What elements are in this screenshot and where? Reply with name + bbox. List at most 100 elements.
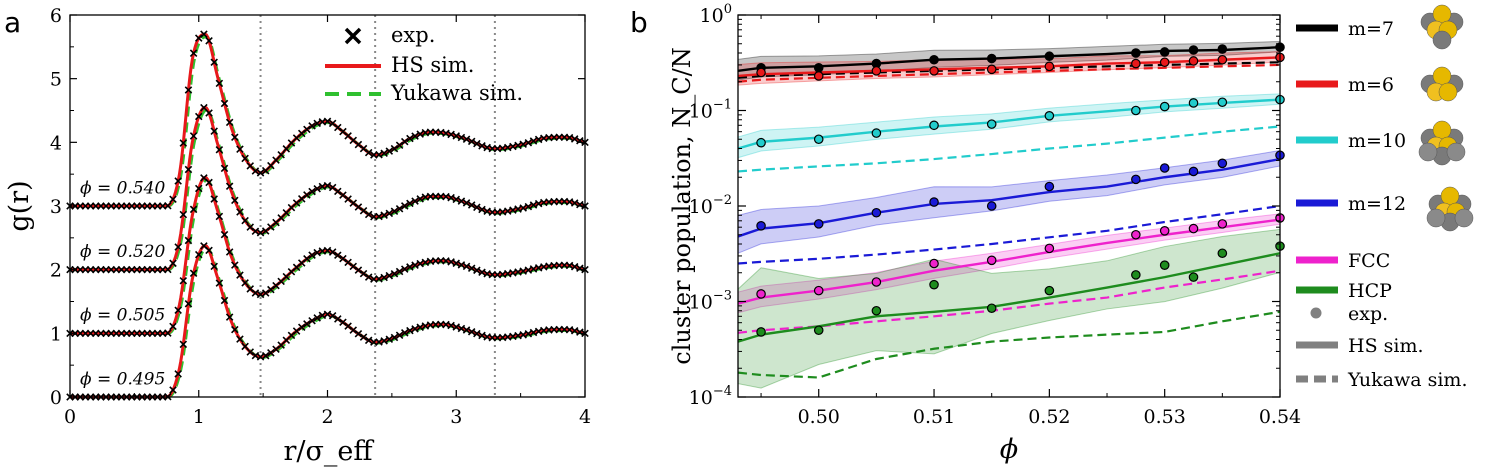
exp-point-m=12 — [1044, 181, 1055, 192]
exp-point-m=12 — [1131, 174, 1141, 185]
x-tick-label: 1 — [193, 406, 205, 428]
exp-marker — [339, 254, 347, 263]
exp-marker — [231, 261, 239, 269]
exp-point-m=6 — [929, 66, 939, 76]
exp-marker — [241, 342, 249, 351]
exp-marker — [411, 132, 419, 140]
exp-marker — [220, 164, 229, 173]
exp-marker — [447, 193, 455, 202]
legend-label-1: m=6 — [1348, 74, 1394, 96]
exp-marker — [323, 117, 332, 126]
exp-marker — [411, 325, 419, 333]
exp-marker — [194, 250, 203, 259]
exp-marker — [292, 327, 301, 335]
exp-marker — [457, 197, 466, 205]
exp-marker — [231, 196, 239, 205]
cluster-icon-m7 — [1420, 4, 1464, 50]
legend-label-3: m=12 — [1348, 193, 1406, 215]
exp-marker — [462, 326, 471, 334]
exp-marker — [215, 279, 224, 287]
cluster-sphere — [1438, 82, 1458, 102]
exp-marker — [241, 154, 249, 163]
exp-point-m=10 — [1217, 97, 1228, 108]
exp-marker — [164, 329, 172, 337]
y-tick-label: 100 — [700, 2, 732, 27]
exp-point-HCP — [929, 279, 939, 290]
cluster-sphere — [1454, 208, 1474, 228]
exp-point-m=10 — [986, 119, 997, 129]
exp-point-m=6 — [1188, 56, 1199, 66]
x-tick-label: 0.53 — [1144, 406, 1186, 428]
y-tick-label: 10−4 — [689, 384, 732, 409]
exp-marker — [467, 264, 476, 273]
legend-label-1: HS sim. — [391, 53, 474, 77]
exp-marker — [189, 269, 198, 278]
exp-marker — [457, 261, 466, 269]
exp-marker — [303, 125, 311, 134]
legend-swatch-6 — [1310, 307, 1322, 319]
panel-b-cluster-icons — [1418, 4, 1474, 232]
exp-marker — [375, 275, 383, 283]
exp-marker — [406, 263, 414, 271]
phi-label-1: ϕ = 0.505 — [80, 306, 165, 326]
cluster-icon-m12 — [1426, 186, 1474, 232]
band-m=12 — [738, 149, 1280, 254]
exp-marker — [354, 140, 363, 149]
exp-marker — [416, 323, 424, 332]
exp-point-m=10 — [756, 137, 766, 148]
exp-marker — [447, 321, 455, 330]
exp-marker — [313, 119, 321, 128]
exp-marker — [261, 227, 270, 235]
exp-point-FCC — [1159, 225, 1170, 236]
exp-marker — [570, 262, 579, 271]
panel-a-ylabel: g(r) — [4, 180, 35, 231]
exp-marker — [241, 279, 249, 287]
hs-m=12 — [738, 157, 1280, 238]
exp-marker — [323, 181, 332, 190]
exp-marker — [210, 262, 218, 271]
exp-marker — [395, 267, 404, 276]
exp-marker — [375, 212, 383, 221]
exp-point-FCC — [813, 285, 824, 296]
exp-marker — [473, 139, 481, 148]
exp-marker — [478, 142, 486, 150]
cluster-sphere — [1432, 66, 1452, 86]
exp-marker — [169, 322, 177, 331]
exp-marker — [241, 216, 249, 225]
exp-point-m=10 — [1188, 98, 1199, 108]
exp-marker — [205, 178, 213, 187]
y-tick-label: 6 — [50, 5, 62, 27]
band-m=10 — [738, 93, 1280, 159]
legend-label-0: exp. — [391, 23, 435, 47]
exp-marker — [297, 323, 306, 332]
exp-marker — [411, 197, 419, 205]
exp-marker — [261, 289, 270, 297]
exp-marker — [225, 182, 234, 191]
exp-marker — [215, 79, 224, 88]
exp-marker — [323, 246, 332, 255]
exp-marker — [354, 330, 363, 338]
phi-label-2: ϕ = 0.520 — [80, 242, 165, 262]
exp-marker — [565, 133, 574, 142]
exp-marker — [395, 331, 404, 340]
exp-point-m=6 — [756, 67, 766, 78]
exp-marker — [256, 290, 265, 299]
x-tick-label: 0.52 — [1028, 406, 1070, 428]
exp-marker — [251, 227, 260, 236]
cluster-icon-m10 — [1418, 120, 1466, 166]
exp-marker — [174, 370, 182, 378]
exp-marker — [215, 212, 224, 221]
exp-marker — [411, 261, 419, 269]
exp-point-m=7 — [813, 62, 824, 73]
panel-a-letter: a — [4, 6, 21, 39]
exp-marker — [380, 273, 388, 282]
exp-marker — [184, 165, 193, 174]
exp-marker — [174, 177, 182, 185]
exp-marker — [194, 34, 203, 42]
exp-marker — [236, 208, 244, 216]
exp-marker — [570, 327, 579, 335]
y-tick-label: 4 — [50, 132, 62, 154]
exp-marker — [297, 195, 306, 203]
panel-b-ylabel: cluster population, N_C/N — [668, 47, 696, 364]
exp-marker — [359, 269, 368, 278]
